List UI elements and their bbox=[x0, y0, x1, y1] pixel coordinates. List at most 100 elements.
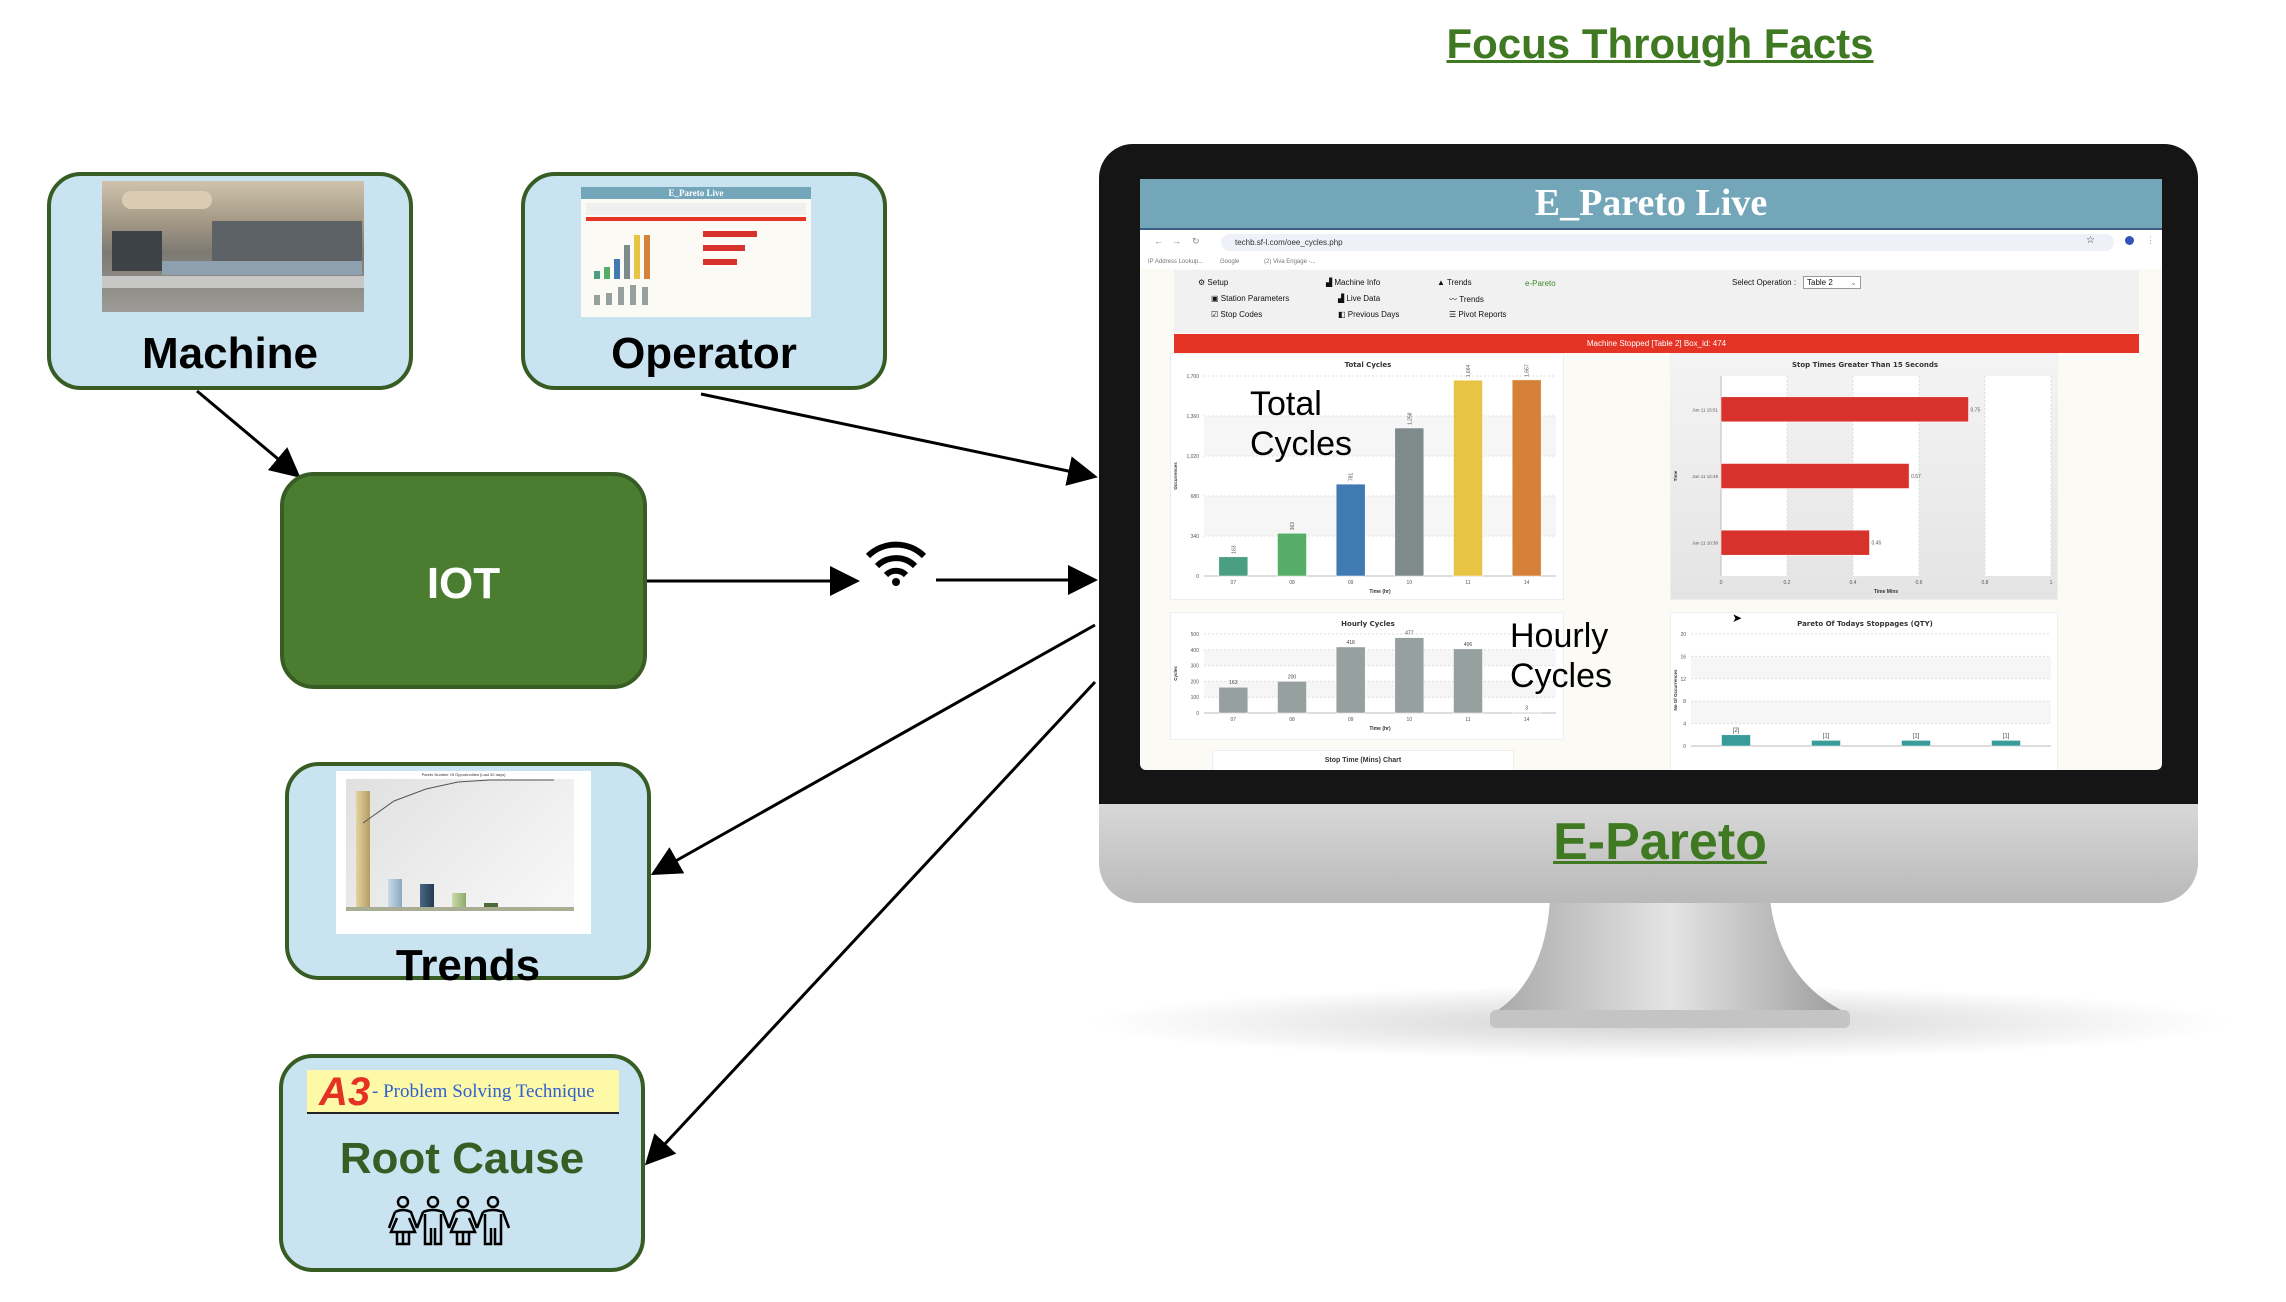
y-tick-label: 1,360 bbox=[1186, 414, 1199, 420]
bar-value-label: [2] bbox=[1733, 728, 1740, 734]
app-nav: ⚙ Setup ▟ Machine Info ▲ Trends e-Pareto… bbox=[1174, 270, 2139, 333]
x-tick-label: 11 bbox=[1465, 580, 1470, 586]
root-cause-box: A3 - Problem Solving Technique Root Caus… bbox=[279, 1054, 645, 1272]
bar-value-label: 163 bbox=[1231, 545, 1237, 554]
a3-logo: A3 bbox=[319, 1070, 371, 1114]
wifi-icon bbox=[865, 541, 927, 586]
bar-value-label: 363 bbox=[1290, 522, 1296, 531]
grid-band bbox=[1204, 496, 1556, 536]
overlay-total-line2: Cycles bbox=[1250, 425, 1353, 463]
trends-thumb-title: Pareto Number Of Opportunities (Last 30 … bbox=[421, 772, 506, 777]
y-tick-label: 300 bbox=[1191, 664, 1200, 670]
monitor-stand bbox=[1490, 900, 1850, 1028]
hourly-cycles-chart: Hourly Cycles010020030040050016307200084… bbox=[1173, 620, 1556, 732]
y-tick-label: Jun 11 10:38 bbox=[1692, 541, 1718, 546]
team-people-icon bbox=[387, 1196, 511, 1246]
y-tick-label: 0 bbox=[1683, 744, 1686, 750]
x-tick-label: 09 bbox=[1348, 717, 1354, 723]
bar bbox=[1453, 648, 1483, 714]
bar-value-label: 0.57 bbox=[1911, 474, 1921, 480]
back-icon[interactable]: ← bbox=[1154, 236, 1163, 246]
nav-pivot-reports-label: Pivot Reports bbox=[1458, 310, 1507, 319]
x-tick-label: 0.8 bbox=[1982, 580, 1989, 586]
bar-value-label: 0.75 bbox=[1971, 407, 1981, 413]
nav-previous-days[interactable]: ◧ Previous Days bbox=[1338, 310, 1400, 319]
overlay-total-line1: Total bbox=[1250, 385, 1322, 423]
trends-label: Trends bbox=[395, 941, 541, 990]
bar bbox=[1394, 427, 1425, 577]
y-tick-label: 12 bbox=[1680, 677, 1686, 683]
reload-icon[interactable]: ↻ bbox=[1192, 236, 1200, 246]
nav-pivot-reports[interactable]: ☰ Pivot Reports bbox=[1449, 310, 1507, 319]
bar-value-label: 781 bbox=[1349, 473, 1355, 482]
a3-text: - Problem Solving Technique bbox=[372, 1081, 595, 1102]
monitor-screen: E_Pareto Live ← → ↻ techb.sf-l.com/oee_c… bbox=[1140, 179, 2162, 770]
x-tick-label: 08 bbox=[1289, 580, 1295, 586]
nav-trends-link-label: Trends bbox=[1459, 295, 1484, 304]
y-tick-label: 16 bbox=[1680, 654, 1686, 660]
y-axis-label: Cycles bbox=[1173, 666, 1178, 681]
profile-icon[interactable] bbox=[2125, 236, 2134, 245]
bookmark-star-icon[interactable]: ☆ bbox=[2086, 235, 2095, 246]
y-tick-label: 1,700 bbox=[1186, 374, 1199, 380]
y-tick-label: 200 bbox=[1191, 679, 1200, 685]
root-cause-label: Root Cause bbox=[339, 1134, 585, 1183]
select-operation-value: Table 2 bbox=[1807, 278, 1833, 287]
x-tick-label: 0.6 bbox=[1916, 580, 1923, 586]
x-tick-label: 0 bbox=[1720, 580, 1723, 586]
nav-setup-label: Setup bbox=[1207, 278, 1229, 287]
nav-stop-codes[interactable]: ☑ Stop Codes bbox=[1211, 310, 1263, 319]
y-tick-label: 500 bbox=[1191, 632, 1200, 638]
grid-band bbox=[1204, 649, 1556, 666]
x-tick-label: 14 bbox=[1524, 717, 1530, 723]
operator-label: Operator bbox=[611, 329, 797, 378]
bar-value-label: [1] bbox=[1913, 733, 1920, 739]
x-tick-label: 1 bbox=[2050, 580, 2053, 586]
machine-box: Machine bbox=[47, 172, 413, 390]
y-tick-label: 20 bbox=[1680, 632, 1686, 638]
nav-station-parameters[interactable]: ▣ Station Parameters bbox=[1211, 294, 1290, 303]
nav-live-data[interactable]: ▟ Live Data bbox=[1338, 294, 1381, 303]
pareto-stoppages-chart: Pareto Of Todays Stoppages (QTY)04812162… bbox=[1673, 620, 2051, 750]
grid-band bbox=[1691, 701, 2051, 724]
nav-epareto[interactable]: e-Pareto bbox=[1525, 279, 1556, 288]
bar bbox=[1218, 556, 1249, 577]
nav-setup[interactable]: ⚙ Setup bbox=[1198, 278, 1229, 287]
nav-previous-days-label: Previous Days bbox=[1347, 310, 1400, 319]
bar-value-label: 418 bbox=[1346, 640, 1355, 646]
nav-trends-link[interactable]: 〰 Trends bbox=[1449, 295, 1484, 304]
menu-icon[interactable]: ⋮ bbox=[2146, 235, 2155, 245]
bar-value-label: 1,664 bbox=[1466, 365, 1472, 378]
bar-value-label: 200 bbox=[1288, 674, 1297, 680]
select-operation-dropdown[interactable]: Table 2⌄ bbox=[1803, 276, 1861, 289]
chart-title: Total Cycles bbox=[1345, 361, 1392, 369]
x-tick-label: 07 bbox=[1231, 717, 1237, 723]
bar bbox=[1277, 533, 1307, 577]
bookmark-viva-engage[interactable]: (2) Viva Engage -... bbox=[1264, 259, 1316, 265]
y-tick-label: 680 bbox=[1191, 494, 1200, 500]
url-bar[interactable]: techb.sf-l.com/oee_cycles.php bbox=[1221, 234, 2114, 251]
nav-trends[interactable]: ▲ Trends bbox=[1437, 278, 1472, 287]
browser-toolbar: ← → ↻ techb.sf-l.com/oee_cycles.php ☆ ⋮ bbox=[1140, 230, 2162, 255]
bar bbox=[1720, 463, 1910, 489]
x-tick-label: 09 bbox=[1348, 580, 1354, 586]
forward-icon[interactable]: → bbox=[1172, 236, 1181, 246]
x-tick-label: 11 bbox=[1465, 717, 1470, 723]
y-tick-label: 4 bbox=[1683, 722, 1686, 728]
bar-value-label: 1,258 bbox=[1407, 412, 1413, 425]
mouse-cursor-icon: ➤ bbox=[1732, 611, 1743, 625]
chart-title: Pareto Of Todays Stoppages (QTY) bbox=[1797, 620, 1933, 628]
y-axis-label: Time bbox=[1673, 470, 1678, 481]
bookmark-ip-lookup[interactable]: IP Address Lookup... bbox=[1148, 259, 1204, 265]
epareto-label: E-Pareto bbox=[1553, 813, 1767, 871]
bar-value-label: 0.45 bbox=[1872, 541, 1882, 547]
y-tick-label: Jun 11 15:51 bbox=[1692, 407, 1718, 412]
nav-machine-info[interactable]: ▟ Machine Info bbox=[1326, 278, 1381, 287]
x-tick-label: 10 bbox=[1407, 580, 1413, 586]
bookmark-google[interactable]: Google bbox=[1220, 259, 1240, 265]
